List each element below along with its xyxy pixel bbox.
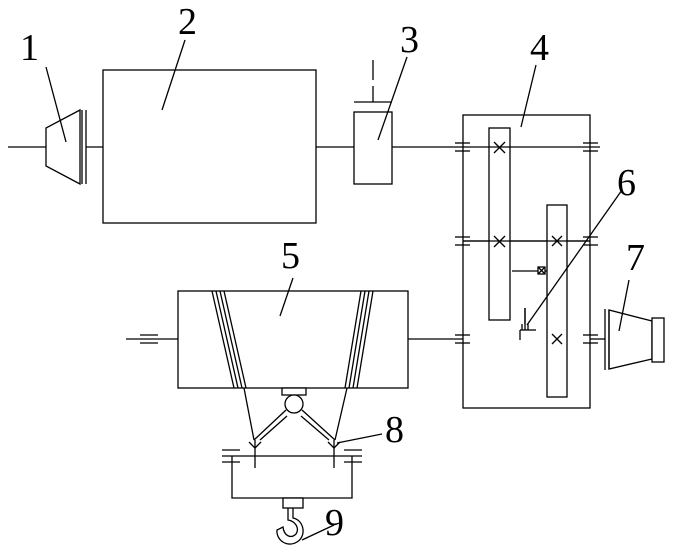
motor-box [102, 69, 317, 224]
label-2: 2 [178, 1, 197, 43]
label-9: 9 [325, 502, 344, 544]
leader-lines [45, 39, 630, 541]
label-6: 6 [617, 162, 636, 204]
label-7: 7 [626, 237, 645, 279]
label-5: 5 [281, 235, 300, 277]
rope-drum [126, 290, 463, 389]
gearbox [455, 114, 598, 409]
brake-cone [45, 108, 87, 186]
label-4: 4 [530, 27, 549, 69]
hook-block [222, 440, 362, 499]
label-3: 3 [400, 19, 419, 61]
reel-cone [590, 309, 665, 370]
ropes-and-pulley [243, 387, 348, 441]
hook [276, 497, 304, 545]
part-labels: 1 2 3 4 5 6 7 8 9 [20, 1, 645, 544]
label-1: 1 [20, 27, 39, 69]
label-8: 8 [385, 409, 404, 451]
limit-switch [512, 266, 547, 340]
coupling [353, 60, 393, 185]
